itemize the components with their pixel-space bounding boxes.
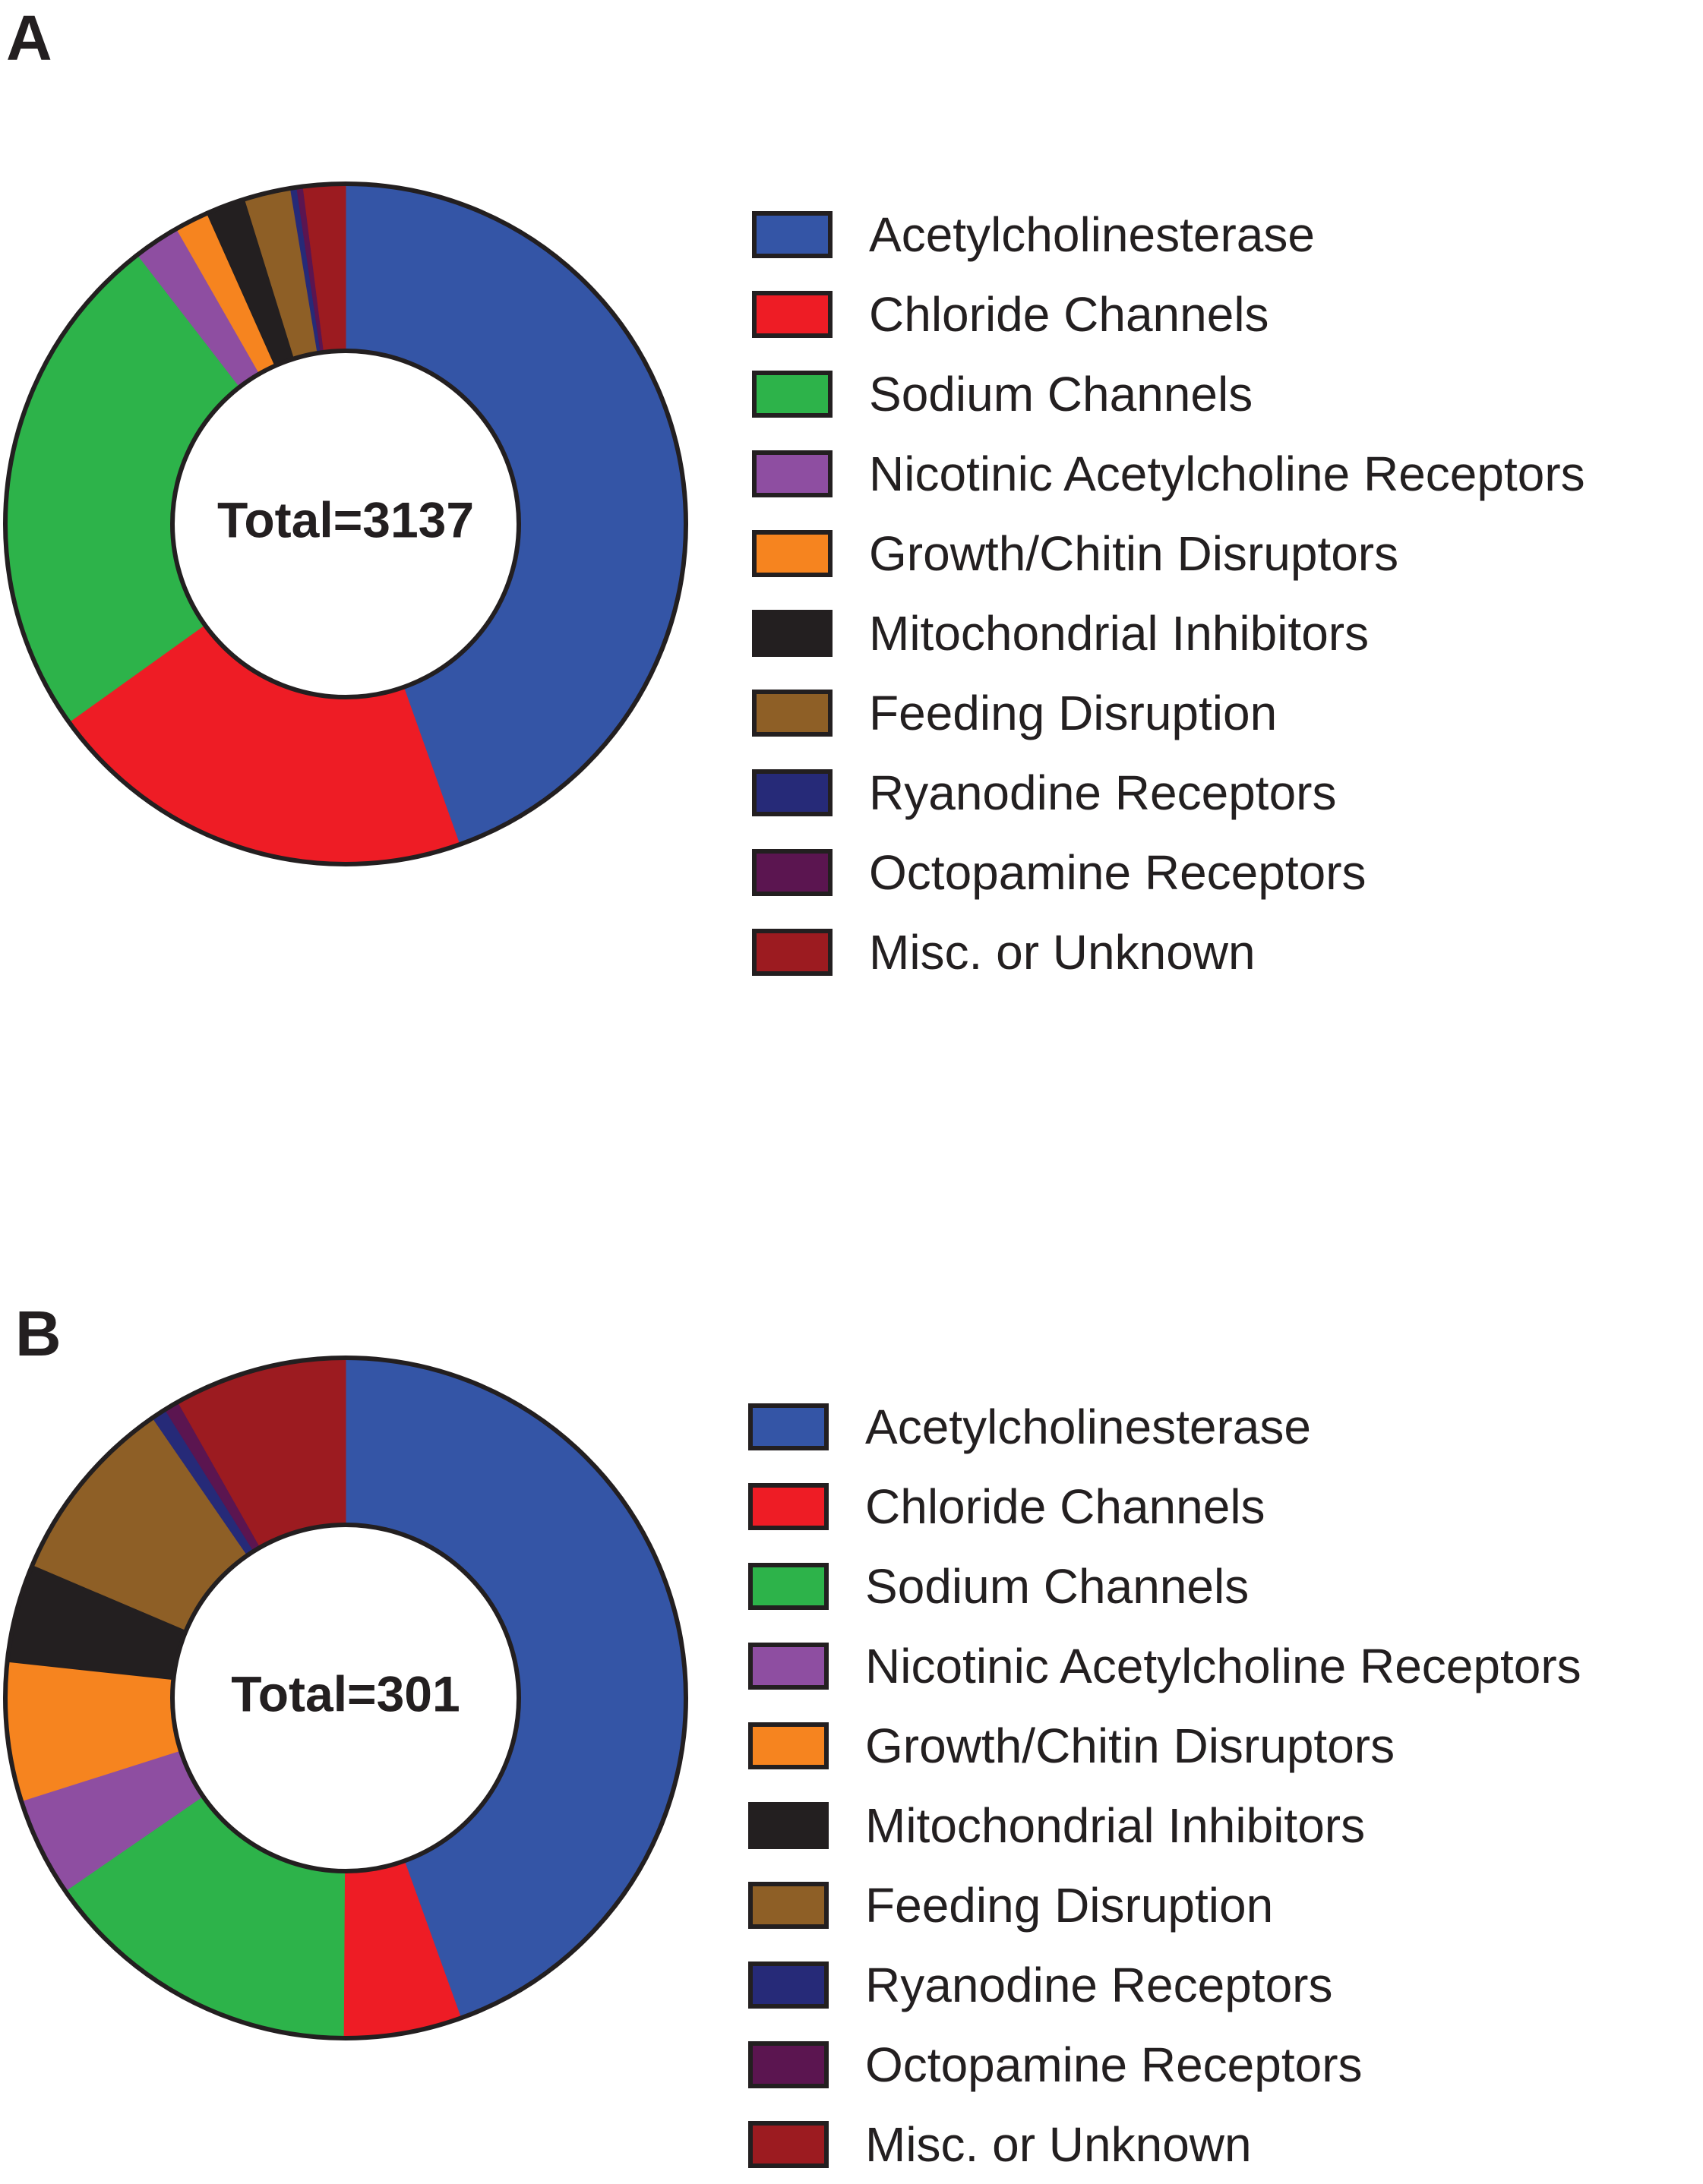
legend-item-sodium-channels: Sodium Channels bbox=[748, 1546, 1581, 1626]
legend-item-sodium-channels: Sodium Channels bbox=[752, 354, 1585, 434]
panel-label: A bbox=[6, 2, 52, 74]
legend-label: Acetylcholinesterase bbox=[869, 207, 1315, 262]
legend-item-ryanodine-receptors: Ryanodine Receptors bbox=[752, 753, 1585, 832]
donut-inner-ring bbox=[170, 349, 521, 699]
legend-item-misc-or-unknown: Misc. or Unknown bbox=[752, 912, 1585, 992]
donut-chart-b: Total=301 bbox=[3, 1356, 688, 2040]
legend-label: Chloride Channels bbox=[869, 286, 1269, 342]
legend-label: Ryanodine Receptors bbox=[865, 1957, 1333, 2012]
legend-item-chloride-channels: Chloride Channels bbox=[748, 1466, 1581, 1546]
legend-label: Ryanodine Receptors bbox=[869, 765, 1337, 820]
legend-item-nicotinic-acetylcholine-receptors: Nicotinic Acetylcholine Receptors bbox=[748, 1626, 1581, 1706]
legend-item-growth-chitin-disruptors: Growth/Chitin Disruptors bbox=[752, 513, 1585, 593]
legend-item-acetylcholinesterase: Acetylcholinesterase bbox=[752, 194, 1585, 274]
legend-label: Growth/Chitin Disruptors bbox=[869, 525, 1399, 581]
donut-chart-a: Total=3137 bbox=[3, 181, 688, 866]
legend-swatch bbox=[748, 1642, 829, 1690]
legend-label: Chloride Channels bbox=[865, 1479, 1265, 1534]
donut-outer-ring bbox=[3, 1356, 688, 2040]
legend-swatch bbox=[748, 1881, 829, 1929]
total-label: Total=3137 bbox=[217, 491, 474, 548]
legend-swatch bbox=[748, 1562, 829, 1610]
legend-label: Octopamine Receptors bbox=[865, 2037, 1363, 2092]
legend-label: Sodium Channels bbox=[869, 366, 1253, 421]
donut-slices bbox=[3, 1356, 688, 2040]
legend-swatch bbox=[752, 529, 833, 577]
donut-inner-ring bbox=[170, 1523, 521, 1873]
legend-swatch bbox=[748, 1482, 829, 1530]
panel-label: B bbox=[15, 1298, 62, 1369]
donut-slices bbox=[3, 181, 688, 866]
legend-swatch bbox=[748, 1403, 829, 1450]
legend-swatch bbox=[752, 928, 833, 976]
legend-swatch bbox=[752, 689, 833, 737]
legend-swatch bbox=[752, 769, 833, 816]
legend-item-feeding-disruption: Feeding Disruption bbox=[752, 673, 1585, 753]
legend-label: Mitochondrial Inhibitors bbox=[869, 605, 1370, 661]
legend-item-feeding-disruption: Feeding Disruption bbox=[748, 1865, 1581, 1945]
legend-swatch bbox=[752, 210, 833, 258]
legend-label: Nicotinic Acetylcholine Receptors bbox=[865, 1638, 1581, 1693]
legend-label: Misc. or Unknown bbox=[865, 2116, 1252, 2172]
legend-item-mitochondrial-inhibitors: Mitochondrial Inhibitors bbox=[752, 593, 1585, 673]
legend-item-misc-or-unknown: Misc. or Unknown bbox=[748, 2104, 1581, 2184]
legend-swatch bbox=[752, 450, 833, 497]
legend-swatch bbox=[748, 1722, 829, 1769]
legend-label: Mitochondrial Inhibitors bbox=[865, 1797, 1366, 1853]
donut-outer-ring bbox=[3, 181, 688, 866]
legend-swatch bbox=[752, 848, 833, 896]
legend-swatch bbox=[752, 370, 833, 418]
legend-label: Feeding Disruption bbox=[869, 685, 1278, 740]
legend-swatch bbox=[748, 1801, 829, 1849]
legend-swatch bbox=[748, 1961, 829, 2009]
legend-item-chloride-channels: Chloride Channels bbox=[752, 274, 1585, 354]
legend-item-acetylcholinesterase: Acetylcholinesterase bbox=[748, 1387, 1581, 1466]
total-label: Total=301 bbox=[231, 1665, 460, 1722]
legend-swatch bbox=[752, 290, 833, 338]
legend-item-octopamine-receptors: Octopamine Receptors bbox=[748, 2025, 1581, 2104]
legend-label: Feeding Disruption bbox=[865, 1877, 1274, 1933]
legend-swatch bbox=[752, 609, 833, 657]
legend-item-ryanodine-receptors: Ryanodine Receptors bbox=[748, 1945, 1581, 2025]
legend-item-octopamine-receptors: Octopamine Receptors bbox=[752, 832, 1585, 912]
legend-label: Nicotinic Acetylcholine Receptors bbox=[869, 446, 1585, 501]
legend-label: Sodium Channels bbox=[865, 1558, 1250, 1614]
legend-item-nicotinic-acetylcholine-receptors: Nicotinic Acetylcholine Receptors bbox=[752, 434, 1585, 513]
legend-label: Acetylcholinesterase bbox=[865, 1399, 1311, 1454]
legend-item-growth-chitin-disruptors: Growth/Chitin Disruptors bbox=[748, 1706, 1581, 1785]
legend-label: Octopamine Receptors bbox=[869, 844, 1367, 900]
legend-swatch bbox=[748, 2040, 829, 2088]
legend-label: Growth/Chitin Disruptors bbox=[865, 1718, 1395, 1773]
legend-swatch bbox=[748, 2120, 829, 2168]
legend-item-mitochondrial-inhibitors: Mitochondrial Inhibitors bbox=[748, 1785, 1581, 1865]
legend-label: Misc. or Unknown bbox=[869, 924, 1256, 980]
